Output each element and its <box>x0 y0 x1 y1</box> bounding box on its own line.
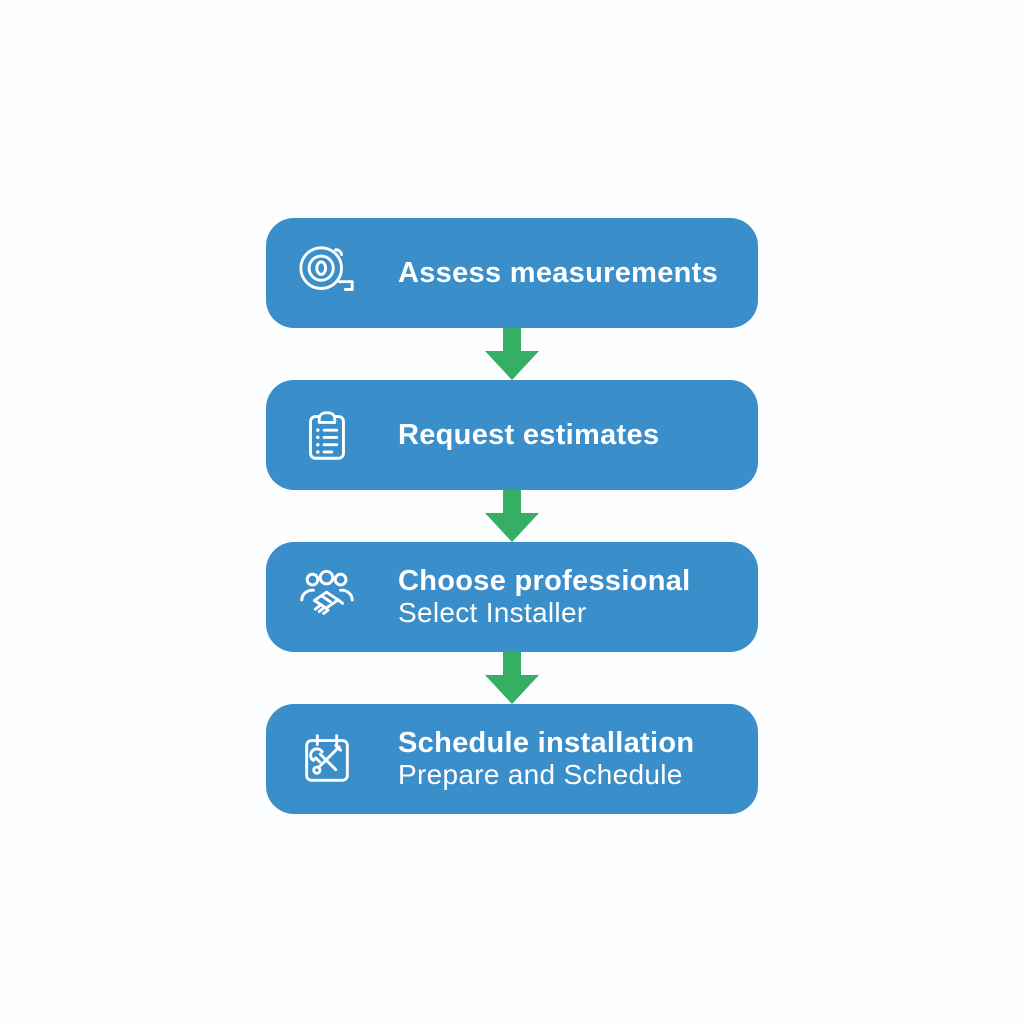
calendar-tools-icon <box>296 728 358 790</box>
step-request-estimates: Request estimates <box>266 380 758 490</box>
step-title: Schedule installation <box>398 727 695 759</box>
step-subtitle: Prepare and Schedule <box>398 759 683 790</box>
flow-column: Assess measurements <box>266 218 758 814</box>
step-title: Choose professional <box>398 565 691 597</box>
step-subtitle: Select Installer <box>398 597 587 628</box>
clipboard-checklist-icon <box>296 404 358 466</box>
step-labels: Schedule installation Prepare and Schedu… <box>398 727 694 791</box>
team-handshake-icon <box>296 566 358 628</box>
step-labels: Assess measurements <box>398 257 718 289</box>
step-title: Request estimates <box>398 419 660 451</box>
step-choose-professional: Choose professional Select Installer <box>266 542 758 652</box>
flow-arrow-down-icon <box>484 490 540 542</box>
step-labels: Choose professional Select Installer <box>398 565 691 629</box>
step-schedule-installation: Schedule installation Prepare and Schedu… <box>266 704 758 814</box>
step-labels: Request estimates <box>398 419 659 451</box>
flow-arrow-down-icon <box>484 328 540 380</box>
flow-arrow-down-icon <box>484 652 540 704</box>
step-title: Assess measurements <box>398 257 719 289</box>
step-assess-measurements: Assess measurements <box>266 218 758 328</box>
tape-measure-icon <box>296 242 358 304</box>
